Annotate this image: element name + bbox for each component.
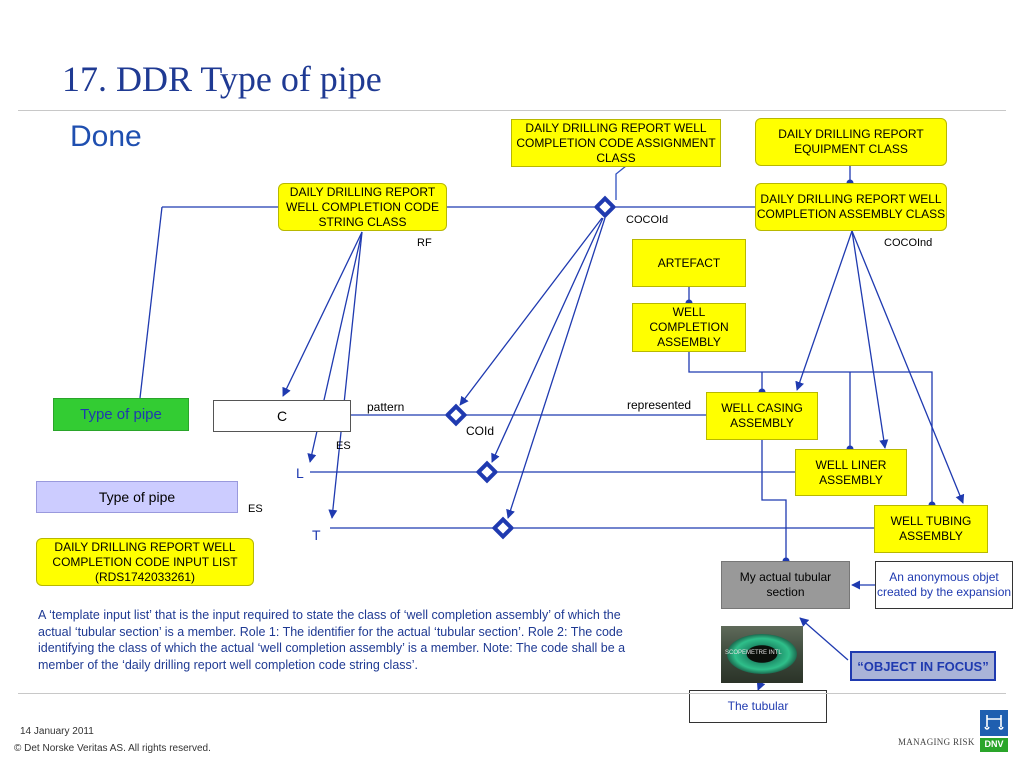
- the-tubular-box: The tubular: [689, 690, 827, 723]
- coco-assignment-class-box: DAILY DRILLING REPORT WELL COMPLETION CO…: [511, 119, 721, 167]
- dnv-logo: DNV: [980, 710, 1008, 752]
- well-liner-assembly-box: WELL LINER ASSEMBLY: [795, 449, 907, 496]
- cocoind-label: COCOInd: [884, 237, 933, 249]
- type-of-pipe-lavender-box: Type of pipe: [36, 481, 238, 513]
- rf-label: RF: [417, 237, 432, 249]
- es-label-1: ES: [336, 440, 351, 452]
- well-casing-assembly-box: WELL CASING ASSEMBLY: [706, 392, 818, 440]
- footer-copyright: © Det Norske Veritas AS. All rights rese…: [14, 743, 211, 754]
- slide-subtitle: Done: [70, 120, 142, 153]
- code-string-class-box: DAILY DRILLING REPORT WELL COMPLETION CO…: [278, 183, 447, 231]
- dnv-logo-mark-icon: [980, 710, 1008, 752]
- well-tubing-assembly-box: WELL TUBING ASSEMBLY: [874, 505, 988, 553]
- footer-date: 14 January 2011: [20, 726, 94, 737]
- coid-label: COId: [466, 424, 495, 438]
- artefact-box: ARTEFACT: [632, 239, 746, 287]
- anonymous-object-box: An anonymous objet created by the expans…: [875, 561, 1013, 609]
- pattern-label: pattern: [367, 400, 405, 414]
- my-actual-tubular-box: My actual tubular section: [721, 561, 850, 609]
- input-list-box: DAILY DRILLING REPORT WELL COMPLETION CO…: [36, 538, 254, 586]
- footer-divider: [18, 693, 1006, 694]
- title-divider: [18, 110, 1006, 111]
- equipment-class-box: DAILY DRILLING REPORT EQUIPMENT CLASS: [755, 118, 947, 166]
- well-completion-assembly-box: WELL COMPLETION ASSEMBLY: [632, 303, 746, 352]
- represented-label: represented: [627, 398, 692, 412]
- pipe-photo-text: SCOPEMETRE INTL: [725, 650, 782, 656]
- cocoid-label: COCOId: [626, 214, 669, 226]
- es-label-2: ES: [248, 503, 263, 515]
- c-box: C: [213, 400, 351, 432]
- type-of-pipe-green-box: Type of pipe: [53, 398, 189, 431]
- t-label: T: [312, 527, 321, 543]
- pipe-photo: SCOPEMETRE INTL: [721, 626, 803, 683]
- l-label: L: [296, 465, 304, 481]
- object-in-focus-box: “OBJECT IN FOCUS”: [850, 651, 996, 681]
- assembly-class-box: DAILY DRILLING REPORT WELL COMPLETION AS…: [755, 183, 947, 231]
- slide-title: 17. DDR Type of pipe: [62, 59, 382, 99]
- managing-risk-text: MANAGING RISK: [898, 737, 975, 747]
- description-text: A ‘template input list’ that is the inpu…: [38, 608, 626, 672]
- dnv-logo-text: DNV: [984, 739, 1004, 749]
